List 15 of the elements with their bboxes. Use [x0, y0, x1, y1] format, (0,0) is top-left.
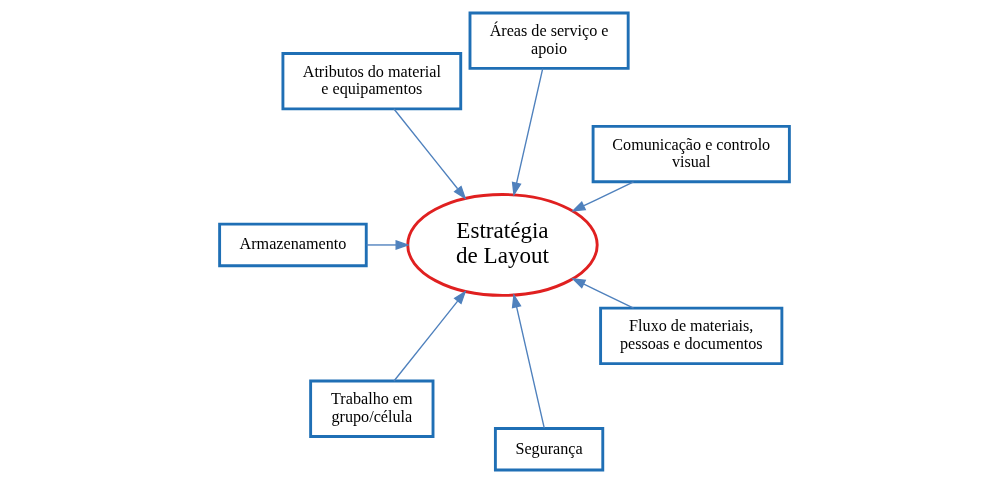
arrow	[570, 278, 634, 309]
arrow	[392, 108, 466, 200]
node-box: Trabalho em grupo/célula	[308, 379, 434, 438]
arrow	[570, 181, 634, 212]
node-box: Atributos do material e equipamentos	[280, 52, 462, 111]
arrow	[392, 290, 466, 382]
node-ellipse: Estratégia de Layout	[405, 193, 599, 297]
arrow	[365, 239, 410, 250]
arrow	[511, 293, 545, 429]
arrow	[511, 67, 543, 197]
node-box: Fluxo de materiais, pessoas e documentos	[598, 306, 783, 366]
node-box: Áreas de serviço e apoio	[468, 11, 630, 70]
node-box: Comunicação e controlo visual	[591, 124, 791, 184]
node-box: Armazenamento	[217, 222, 368, 268]
node-box: Segurança	[493, 427, 604, 472]
